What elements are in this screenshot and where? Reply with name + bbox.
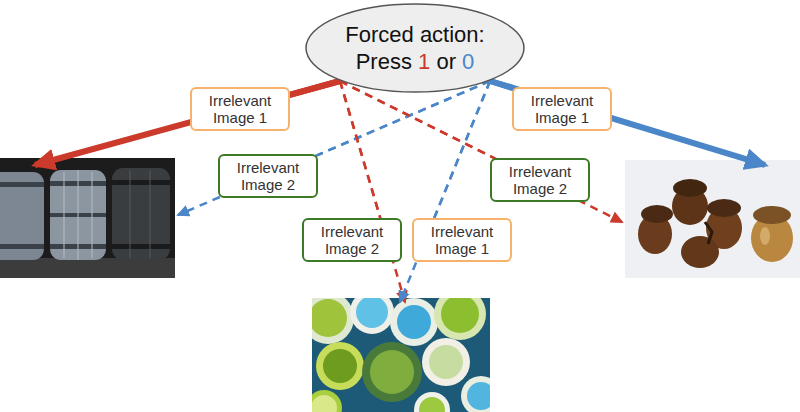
bowl-inside	[429, 345, 463, 379]
barrel	[112, 168, 170, 260]
bowl-inside	[441, 298, 479, 333]
arrow-to-picture	[400, 81, 490, 302]
arrow-to-picture	[178, 81, 490, 215]
barrels-photo	[0, 158, 175, 278]
action-connector	[340, 81, 380, 218]
bowl	[312, 390, 342, 412]
label-text: Irrelevant Image 2	[321, 223, 384, 257]
bowl	[390, 298, 438, 346]
acorn-stem	[705, 222, 712, 244]
key-digit: 1	[418, 49, 430, 74]
barrel-hoop	[0, 182, 44, 187]
image-label-box: Irrelevant Image 1	[190, 87, 290, 131]
acorn-cap	[707, 199, 741, 217]
label-text: Irrelevant Image 1	[531, 92, 594, 126]
barrel-stave	[64, 172, 65, 258]
acorns-photo	[625, 160, 800, 278]
label-text: Irrelevant Image 2	[509, 163, 572, 197]
action-ellipse: Forced action:Press 1 or 0	[305, 3, 525, 93]
bowl	[461, 376, 490, 412]
bowl-inside	[397, 305, 431, 339]
action-connector	[490, 81, 512, 88]
acorn-cap	[753, 206, 791, 224]
key-digit: 0	[462, 49, 474, 74]
action-connector	[434, 81, 490, 218]
bowl-inside	[312, 299, 347, 337]
action-connector	[290, 81, 340, 95]
barrel-stave	[150, 170, 151, 258]
bowl	[434, 298, 486, 340]
bowl-inside	[323, 349, 357, 383]
bowl-inside	[356, 298, 388, 328]
barrel-hoop	[0, 244, 44, 249]
text-run: Press	[356, 49, 418, 74]
barrel-hoop	[112, 180, 170, 185]
label-text: Irrelevant Image 1	[431, 223, 494, 257]
image-label-box: Irrelevant Image 2	[218, 154, 318, 198]
arrow-to-picture	[490, 81, 765, 165]
action-text: Forced action:	[345, 21, 484, 49]
bowl	[312, 298, 354, 344]
photo-floor	[0, 258, 175, 278]
image-label-box: Irrelevant Image 1	[512, 87, 612, 131]
bowl	[350, 298, 394, 334]
barrel-stave	[130, 170, 131, 258]
ellipse-shape	[306, 4, 524, 92]
acorn-nut	[681, 236, 719, 268]
label-text: Irrelevant Image 2	[237, 159, 300, 193]
image-label-box: Irrelevant Image 2	[490, 158, 590, 202]
barrel-stave	[92, 172, 93, 258]
label-text: Irrelevant Image 1	[209, 92, 272, 126]
acorn-highlight	[760, 227, 770, 245]
bowl-inside	[467, 382, 490, 410]
barrel-stave	[78, 170, 79, 260]
text-run: or	[430, 49, 462, 74]
barrel-hoop	[112, 244, 170, 249]
ellipse-outline	[305, 3, 525, 93]
bowl-inside	[312, 395, 337, 412]
bowl	[422, 338, 470, 386]
arrow-to-picture	[35, 81, 340, 165]
bowl	[316, 342, 364, 390]
acorn-cap	[641, 205, 673, 223]
bowls-photo	[312, 298, 490, 412]
acorn-cap	[673, 179, 707, 197]
action-text: Press 1 or 0	[356, 48, 475, 76]
arrow-to-picture	[340, 81, 622, 222]
photo-ground	[625, 160, 800, 278]
image-label-box: Irrelevant Image 1	[412, 218, 512, 262]
glass-bowl	[362, 342, 422, 402]
barrel	[0, 172, 44, 260]
barrel	[50, 170, 106, 260]
bowl-inside	[419, 397, 445, 412]
arrow-to-picture	[340, 81, 405, 302]
text-run: Forced action:	[345, 22, 484, 47]
bowl	[414, 392, 450, 412]
image-label-box: Irrelevant Image 2	[302, 218, 402, 262]
bowl-inside	[370, 350, 414, 394]
